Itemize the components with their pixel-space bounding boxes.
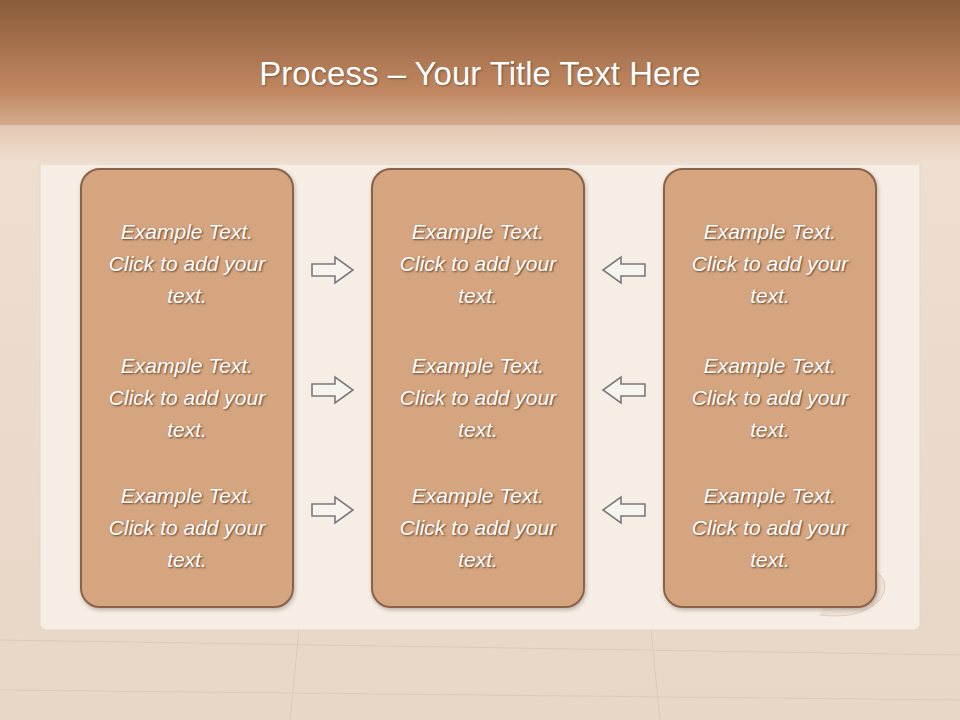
flow-arrow [312,377,353,403]
wood-grain [0,620,960,720]
box-text: Example Text. Click to add your text. [108,216,266,312]
box-text: Example Text. Click to add your text. [399,480,557,576]
process-box: Example Text. Click to add your text. Exa… [80,168,294,608]
box-text: Example Text. Click to add your text. [691,216,849,312]
flow-arrow [603,497,645,523]
box-text: Example Text. Click to add your text. [691,480,849,576]
band-fade [0,125,960,165]
process-box: Example Text. Click to add your text. Exa… [663,168,877,608]
flow-arrow [312,257,353,283]
flow-arrow [603,257,645,283]
flow-arrow [603,377,645,403]
process-box: Example Text. Click to add your text. Exa… [371,168,585,608]
box-text: Example Text. Click to add your text. [399,350,557,446]
box-text: Example Text. Click to add your text. [108,480,266,576]
title-band [0,0,960,165]
box-text: Example Text. Click to add your text. [399,216,557,312]
paper-scroll [40,125,920,630]
flow-arrow [312,497,353,523]
box-text: Example Text. Click to add your text. [691,350,849,446]
box-text: Example Text. Click to add your text. [108,350,266,446]
slide-title: Process – Your Title Text Here [0,50,960,98]
